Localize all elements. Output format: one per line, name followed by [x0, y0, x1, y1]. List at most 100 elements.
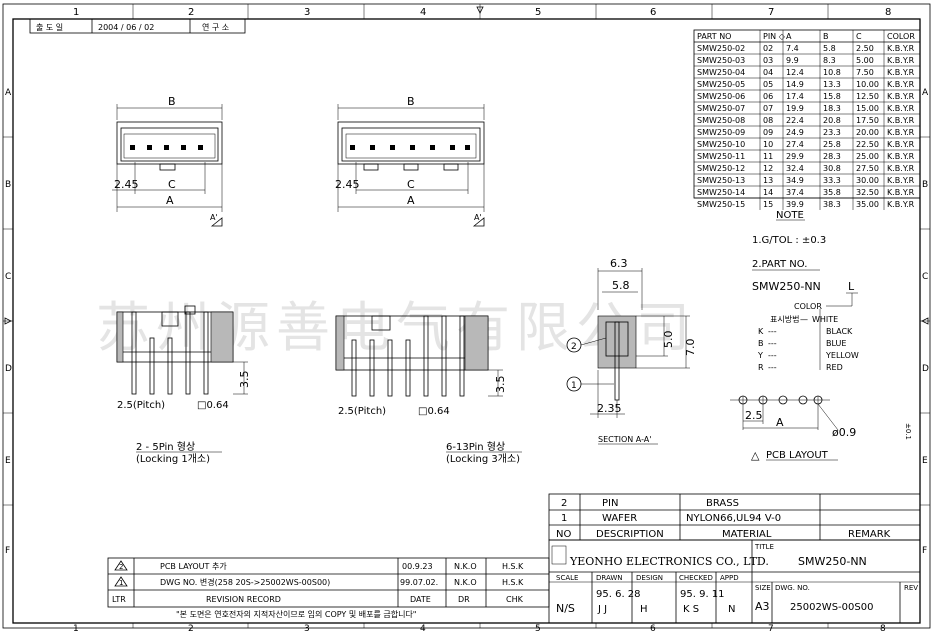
bom-header-remark: REMARK [848, 529, 891, 540]
rev-2-dr: N.K.O [454, 562, 477, 571]
top-grid: 1 2 3 4 5 6 7 8 [73, 4, 891, 19]
bom-row-1-desc: WAFER [602, 513, 637, 524]
revision-record: 2 PCB LAYOUT 추가 00.9.23 N.K.O H.S.K 1 DW… [107, 557, 550, 619]
release-header: 출 도 일 2004 / 06 / 02 연 구 소 [29, 18, 246, 34]
svg-text:---: --- [768, 339, 777, 348]
col-2-bottom: 2 [188, 624, 194, 632]
parts-table-cell: K.B.Y.R [887, 200, 915, 209]
confidential-footer: "본 도면은 연호전자의 지적자산이므로 임의 COPY 및 배포를 금합니다" [176, 609, 416, 619]
dim-b-mid: B [407, 95, 415, 108]
bom-header-no: NO [556, 529, 571, 540]
row-f-left: F [5, 546, 10, 556]
parts-table-cell: 24.9 [786, 128, 804, 137]
parts-table-cell: 13 [763, 176, 773, 185]
parts-table-cell: K.B.Y.R [887, 68, 915, 77]
parts-table-cell: 12.4 [786, 68, 804, 77]
parts-table-cell: SMW250-12 [697, 164, 745, 173]
dim-09-pcb: ø0.9 [832, 426, 856, 439]
parts-table-cell: 22.4 [786, 116, 804, 125]
dim-245-left: 2.45 [114, 178, 139, 191]
drawn-date: 95. 6. 28 [596, 589, 641, 600]
parts-table-cell: 25.8 [823, 140, 841, 149]
row-grid: A B C D E F A B C D E F [3, 88, 930, 556]
side-view-6-13pin: 3.5 2.5(Pitch) □0.64 6-13Pin 형상 (Locking… [335, 315, 522, 465]
parts-table-cell: 15.8 [823, 92, 841, 101]
dim-c-mid: C [407, 178, 415, 191]
parts-table-cell: 14 [763, 188, 773, 197]
parts-table-cell: 5.00 [856, 56, 874, 65]
title-block: YEONHO ELECTRONICS CO., LTD. TITLE SMW25… [548, 539, 921, 624]
bom-row-2-no: 2 [561, 498, 567, 509]
row-d-left: D [5, 364, 12, 374]
parts-table-cell: 23.3 [823, 128, 841, 137]
section-caption: SECTION A-A' [598, 435, 651, 444]
top-view-6-13pin: B C 2.45 A A' [335, 95, 485, 227]
col-6-top: 6 [650, 7, 656, 18]
note-section: NOTE 1.G/TOL : ±0.3 2.PART NO. SMW250-NN… [752, 210, 859, 372]
parts-table-cell: K.B.Y.R [887, 80, 915, 89]
release-date: 2004 / 06 / 02 [98, 23, 154, 32]
col-3-bottom: 3 [304, 624, 310, 632]
col-8-bottom: 8 [880, 624, 886, 632]
col-4-top: 4 [420, 7, 426, 18]
parts-table-cell: K.B.Y.R [887, 116, 915, 125]
rev-1-dr: N.K.O [454, 578, 477, 587]
note-white: WHITE [812, 315, 838, 324]
note-part-no: SMW250-NN [752, 280, 821, 293]
parts-table-cell: 04 [763, 68, 773, 77]
bom-header-desc: DESCRIPTION [596, 529, 664, 540]
note-color-name-k: BLACK [826, 327, 853, 336]
row-a-left: A [5, 88, 12, 98]
design-label: DESIGN [636, 574, 663, 582]
parts-table-header: COLOR [887, 32, 915, 41]
scale-value: N/S [556, 602, 575, 615]
parts-table-cell: K.B.Y.R [887, 152, 915, 161]
parts-table-cell: SMW250-09 [697, 128, 745, 137]
parts-table-cell: SMW250-07 [697, 104, 745, 113]
parts-table-cell: 35.00 [856, 200, 879, 209]
col-2-top: 2 [188, 7, 194, 18]
dim-35-mid: 3.5 [494, 376, 507, 394]
parts-table-cell: 20.00 [856, 128, 879, 137]
note-color-code-y: Y [757, 351, 763, 360]
section-mark-mid: A' [474, 213, 482, 222]
size-label: SIZE [755, 584, 771, 592]
note-color-code-r: R [758, 363, 764, 372]
parts-table-cell: 15 [763, 200, 773, 209]
parts-table-cell: 32.4 [786, 164, 804, 173]
note-color-label: COLOR [794, 302, 822, 311]
parts-table-cell: 09 [763, 128, 773, 137]
callout-1: 1 [571, 381, 577, 391]
caption-2-5pin: 2 - 5Pin 형상 [136, 441, 195, 453]
dim-58: 5.8 [612, 279, 630, 292]
parts-table-cell: 20.8 [823, 116, 841, 125]
bom-header-mat: MATERIAL [722, 529, 772, 540]
parts-table-cell: K.B.Y.R [887, 92, 915, 101]
parts-table-cell: K.B.Y.R [887, 176, 915, 185]
section-view: 6.3 5.8 5.0 7.0 2 1 2.35 SECTION A-A' [566, 257, 697, 445]
parts-table-cell: K.B.Y.R [887, 188, 915, 197]
dim-35-left: 3.5 [238, 371, 251, 389]
parts-table-cell: 7.4 [786, 44, 799, 53]
parts-table-cell: 15.00 [856, 104, 879, 113]
parts-table-cell: 35.8 [823, 188, 841, 197]
parts-table-cell: SMW250-11 [697, 152, 745, 161]
rev-1-chk: H.S.K [502, 578, 524, 587]
dim-a-mid: A [407, 194, 415, 207]
checked-label: CHECKED [679, 574, 713, 582]
dim-245-mid: 2.45 [335, 178, 360, 191]
rev-label: REV [904, 584, 918, 592]
parts-table-cell: 27.50 [856, 164, 879, 173]
parts-table-cell: 12 [763, 164, 773, 173]
parts-table-cell: SMW250-02 [697, 44, 745, 53]
parts-table-cell: 07 [763, 104, 773, 113]
note-color-name-r: RED [826, 363, 843, 372]
parts-table-cell: 11 [763, 152, 773, 161]
parts-table-cell: K.B.Y.R [887, 44, 915, 53]
dwg-label: DWG. NO. [775, 584, 810, 592]
parts-table-cell: 38.3 [823, 200, 841, 209]
note-color-list: K --- BLACK B --- BLUE Y --- YELLOW R --… [757, 327, 859, 372]
svg-text:---: --- [768, 351, 777, 360]
parts-table-cell: 18.3 [823, 104, 841, 113]
